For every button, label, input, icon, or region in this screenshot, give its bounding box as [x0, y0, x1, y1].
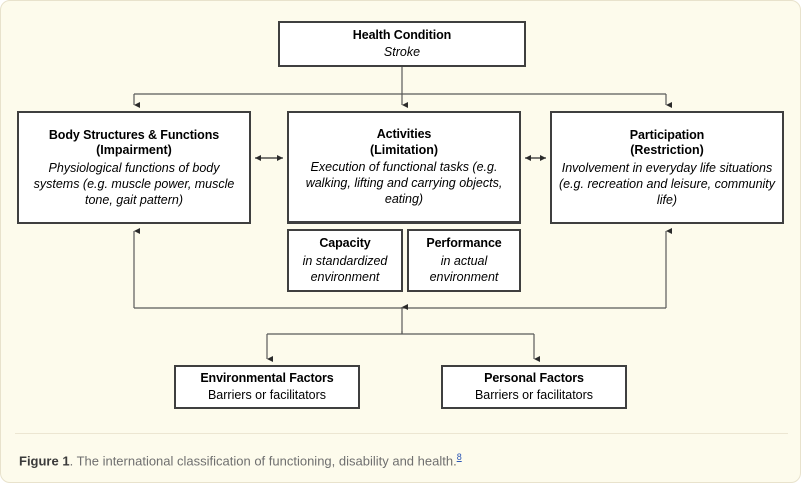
node-environmental-factors-description: Barriers or facilitators	[207, 387, 327, 402]
figure-number: Figure 1	[19, 453, 70, 469]
node-personal-factors-title: Personal Factors	[484, 371, 584, 386]
node-health-condition-title: Health Condition	[352, 27, 452, 42]
node-activities[interactable]: Activities (Limitation) Execution of fun…	[287, 111, 521, 224]
node-environmental-factors-title: Environmental Factors	[200, 371, 334, 386]
node-capacity-description: in standardized environment	[302, 253, 388, 284]
node-participation-subtitle: (Restriction)	[630, 143, 704, 157]
node-capacity-title: Capacity	[319, 236, 371, 251]
node-capacity[interactable]: Capacity in standardized environment	[287, 229, 403, 292]
node-participation[interactable]: Participation (Restriction) Involvement …	[550, 111, 784, 224]
node-personal-factors[interactable]: Personal Factors Barriers or facilitator…	[441, 365, 627, 409]
node-body-structures[interactable]: Body Structures & Functions (Impairment)…	[17, 111, 251, 224]
node-personal-factors-description: Barriers or facilitators	[474, 387, 594, 402]
node-participation-title: Participation	[629, 127, 705, 142]
node-environmental-factors[interactable]: Environmental Factors Barriers or facili…	[174, 365, 360, 409]
citation-link-8[interactable]: 8	[456, 452, 462, 462]
figure-caption-text: . The international classification of fu…	[69, 453, 457, 469]
node-activities-subtitle: (Limitation)	[369, 142, 439, 157]
node-body-structures-title: Body Structures & Functions	[48, 127, 220, 142]
caption-divider	[15, 433, 788, 434]
node-performance-title: Performance	[426, 236, 502, 251]
node-participation-description: Involvement in everyday life situations …	[558, 160, 776, 207]
node-performance[interactable]: Performance in actual environment	[407, 229, 521, 292]
node-activities-description: Execution of functional tasks (e.g. walk…	[305, 160, 503, 206]
node-performance-description: in actual environment	[429, 253, 499, 284]
figure-caption: Figure 1. The international classificati…	[19, 448, 784, 470]
node-body-structures-description: Physiological functions of body systems …	[33, 160, 235, 207]
node-health-condition-description: Stroke	[383, 45, 421, 60]
icf-diagram: Health Condition Stroke Body Structures …	[1, 1, 800, 434]
node-activities-title: Activities	[376, 127, 432, 141]
node-health-condition[interactable]: Health Condition Stroke	[278, 21, 526, 67]
node-body-structures-subtitle: (Impairment)	[96, 143, 172, 157]
